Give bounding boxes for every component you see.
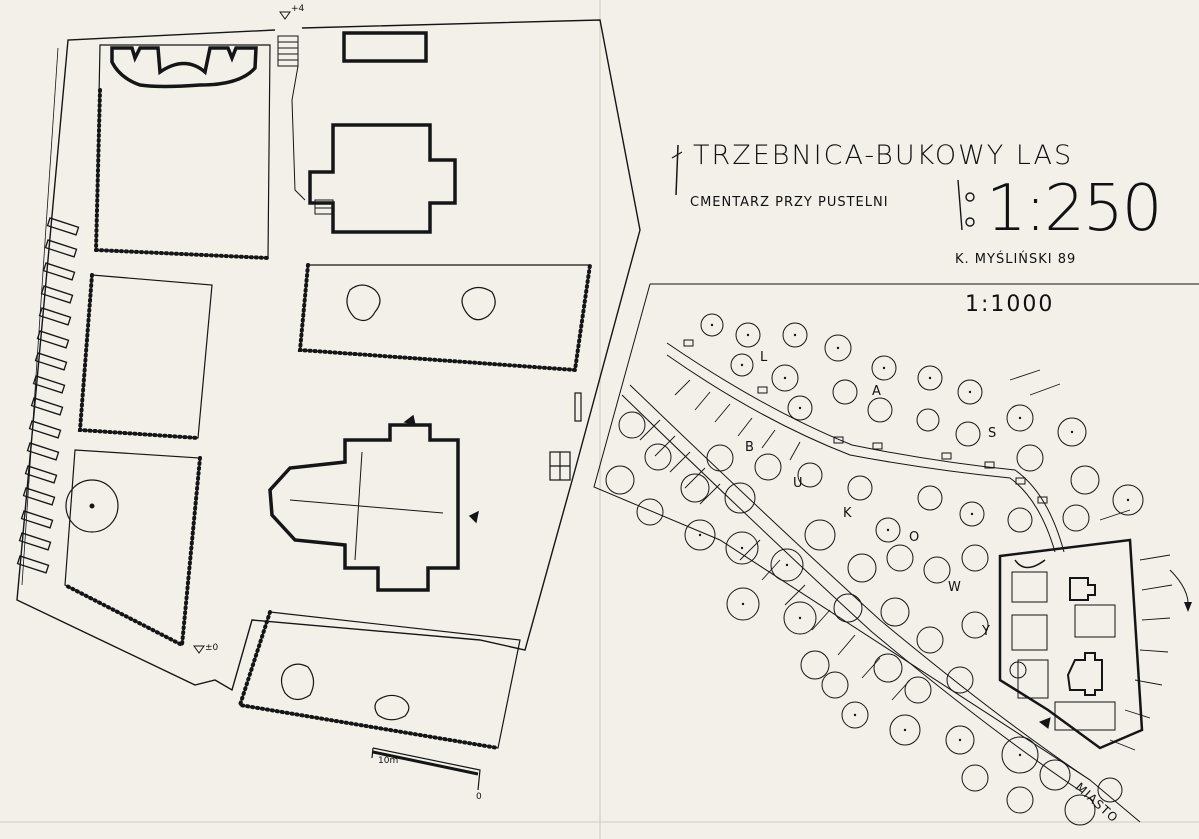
woods-letter-y: Y [982,624,990,639]
plan-title: TRZEBNICA-BUKOWY LAS [693,140,1074,171]
church-axis-v [354,451,363,561]
road-upper [666,354,1056,553]
stipple-left [94,88,102,252]
author-signature: K. MYŚLIŃSKI 89 [955,252,1077,267]
inset-cemetery [998,538,1144,750]
plot-bottom-left [63,449,202,649]
scale-fraction-mark [957,179,975,231]
inset-hermitage [1069,577,1096,601]
woods-letter-b: B [745,440,754,455]
road-lower [629,384,1091,781]
level-top-label: +4 [291,4,305,14]
small-building [342,31,428,63]
scale-bar-label: 10m [378,756,399,766]
bush-1 [346,284,381,322]
inset-forest-boundary [593,283,1141,823]
plot-upper-right [297,263,592,373]
inset-slope-hatching [639,369,1173,751]
plot-middle-left [77,273,213,440]
hermitage-steps [314,199,334,215]
church-side-mark [468,510,479,524]
inset-tree-centres [698,323,1130,757]
plan-subtitle: CMENTARZ PRZY PUSTELNI [690,195,889,210]
grave-row [16,217,80,574]
main-plan [16,11,641,791]
inset-scale: 1:1000 [965,292,1055,317]
woods-letter-k: K [843,506,852,521]
woods-letter-s: S [988,426,997,441]
road-upper-2 [666,342,1065,553]
level-marker-bottom [193,645,205,654]
level-bottom-label: ±0 [205,643,219,653]
stipple-bottom [94,248,270,260]
woods-letter-a: A [872,384,881,399]
inset-map-1000 [593,283,1192,823]
church-entry-mark [403,414,416,427]
site-boundary-inner [21,47,59,586]
woods-letter-u: U [793,476,803,491]
north-arrow-title [671,144,683,196]
church-axis-h [289,499,444,514]
plot-top-left [94,44,271,260]
hermitage-building [308,123,457,234]
scale-bar-zero: 0 [476,792,482,802]
inset-church [1066,652,1103,696]
scale-bar [371,747,481,791]
church-building [268,423,460,592]
site-boundary [16,19,641,692]
road-lower-2 [621,394,1083,793]
inset-trees [605,313,1144,826]
apse-wall-outline [110,46,258,89]
woods-letter-w: W [948,580,961,595]
tree-symbol [65,479,119,533]
woods-letter-l: L [760,350,768,365]
bush-4 [374,694,410,721]
level-marker-top [279,11,291,20]
bush-2 [461,286,496,321]
bush-3 [280,663,315,701]
wall-gates [549,392,582,481]
plot-bottom [237,610,521,750]
inset-road-markers [683,339,1048,504]
woods-letter-o: O [909,530,920,545]
main-scale: 1:250 [986,172,1162,246]
entrance-stairs [277,35,306,201]
